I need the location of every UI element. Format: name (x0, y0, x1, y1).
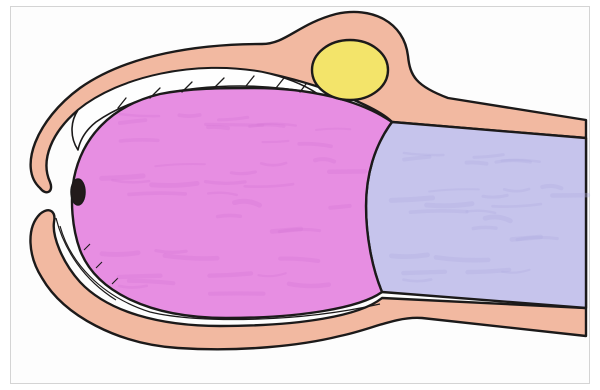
pencil-stroke (206, 124, 263, 125)
pencil-stroke (179, 115, 199, 116)
pencil-stroke (315, 159, 334, 161)
yellow-nodule (312, 40, 388, 100)
pencil-stroke (129, 193, 185, 194)
pencil-stroke (289, 284, 329, 286)
pencil-stroke (152, 183, 197, 185)
pencil-stroke (205, 182, 245, 184)
shaft-body (366, 122, 586, 308)
pencil-stroke (280, 259, 318, 261)
pencil-stroke (483, 195, 507, 197)
pencil-stroke (210, 273, 251, 275)
pencil-stroke (391, 198, 432, 200)
urethral-meatus (71, 179, 85, 205)
pencil-stroke (218, 215, 241, 216)
pencil-stroke (411, 211, 467, 212)
pencil-stroke (467, 162, 487, 163)
pencil-stroke (272, 229, 301, 232)
pencil-stroke (542, 186, 561, 188)
pencil-stroke (403, 272, 445, 273)
pencil-stroke (208, 127, 228, 128)
pencil-stroke (496, 160, 530, 162)
pencil-stroke (512, 237, 541, 240)
pencil-stroke (391, 255, 427, 257)
pencil-stroke (427, 204, 472, 206)
pencil-stroke (102, 176, 143, 178)
pencil-stroke (330, 206, 349, 208)
pencil-stroke (262, 141, 288, 142)
pencil-stroke (102, 253, 138, 255)
pencil-stroke (119, 276, 161, 277)
pencil-stroke (156, 251, 186, 253)
pencil-stroke (120, 140, 157, 141)
pencil-stroke (473, 227, 496, 228)
pencil-stroke (231, 172, 255, 174)
